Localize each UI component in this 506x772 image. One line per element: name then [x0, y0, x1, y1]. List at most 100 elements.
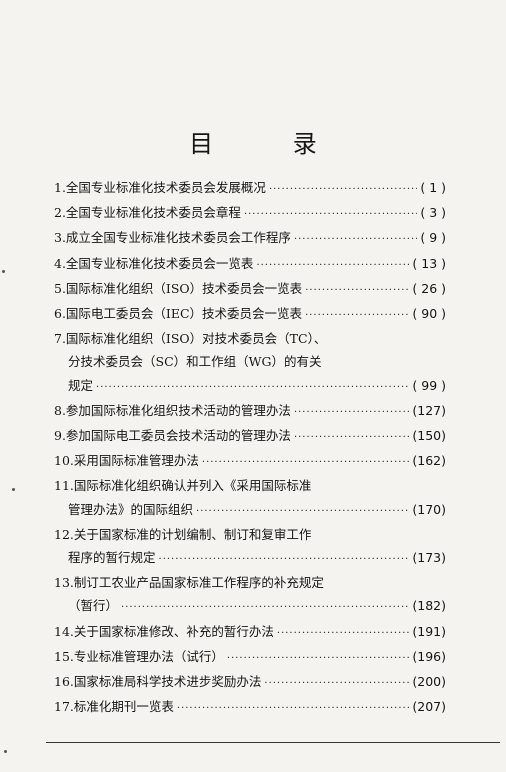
toc-entry-line: 17.标准化期刊一览表 (207) [54, 695, 446, 720]
toc-page-number: ( 9 ) [420, 230, 446, 246]
toc-page-number: ( 1 ) [420, 180, 446, 195]
toc-page-number: ( 99 ) [412, 377, 446, 393]
toc-entry: 4.全国专业标准化技术委员会一览表 ( 13 ) [54, 252, 446, 277]
toc-entry: 14.关于国家标准修改、补充的暂行办法(191) [54, 620, 446, 645]
toc-page-number: (196) [412, 648, 446, 664]
toc-entry-line: 1.全国专业标准化技术委员会发展概况 ( 1 ) [54, 176, 446, 201]
toc-entry-title: 管理办法》的国际组织 [68, 501, 194, 517]
toc-entry-title: 6.国际电工委员会（IEC）技术委员会一览表 [54, 306, 303, 322]
toc-entry-line: 7.国际标准化组织（ISO）对技术委员会（TC）、 [54, 327, 446, 350]
scan-speck [2, 270, 5, 273]
toc-page-number: (127) [412, 402, 446, 418]
toc-entry-line: 16.国家标准局科学技术进步奖励办法 (200) [54, 670, 446, 695]
toc-entry-line: 15.专业标准管理办法（试行） (196) [54, 645, 446, 670]
toc-page-number: ( 13 ) [412, 255, 446, 271]
toc-entry-title: 2.全国专业标准化技术委员会章程 [54, 205, 241, 221]
toc-entry-title: 16.国家标准局科学技术进步奖励办法 [54, 674, 262, 690]
toc-entry-line: 8.参加国际标准化组织技术活动的管理办法 (127) [54, 399, 446, 424]
scan-speck [12, 488, 15, 491]
toc-entry-title: 规定 [68, 377, 94, 393]
toc-page-number: (182) [412, 598, 446, 614]
toc-entry-line: （暂行） (182) [54, 594, 446, 619]
dot-leader [256, 254, 409, 277]
toc-entry-title: 8.参加国际标准化组织技术活动的管理办法 [54, 402, 291, 418]
toc-entry: 15.专业标准管理办法（试行） (196) [54, 645, 446, 670]
toc-entry: 9.参加国际电工委员会技术活动的管理办法 (150) [54, 424, 446, 449]
dot-leader [177, 697, 409, 720]
toc-entry-title: 分技术委员会（SC）和工作组（WG）的有关 [68, 354, 322, 370]
toc-entry-line: 2.全国专业标准化技术委员会章程 ( 3 ) [54, 201, 446, 226]
toc-entry: 13.制订工农业产品国家标准工作程序的补充规定 （暂行） (182) [54, 571, 446, 619]
toc-entry: 7.国际标准化组织（ISO）对技术委员会（TC）、分技术委员会（SC）和工作组（… [54, 327, 446, 399]
toc-entry-title: 17.标准化期刊一览表 [54, 699, 174, 715]
toc-page-number: (191) [412, 623, 446, 639]
toc-entry-line: 9.参加国际电工委员会技术活动的管理办法 (150) [54, 424, 446, 449]
toc-page-number: ( 26 ) [412, 280, 446, 296]
toc-entry-title: 3.成立全国专业标准化技术委员会工作程序 [54, 230, 291, 246]
toc-entry-line: 规定 ( 99 ) [54, 374, 446, 399]
toc-entry-title: 9.参加国际电工委员会技术活动的管理办法 [54, 428, 291, 444]
toc-entry: 5.国际标准化组织（ISO）技术委员会一览表 ( 26 ) [54, 277, 446, 302]
page-title: 目 录 [189, 130, 353, 158]
toc-entry-line: 14.关于国家标准修改、补充的暂行办法(191) [54, 620, 446, 645]
bottom-rule [46, 742, 500, 743]
toc-entry: 1.全国专业标准化技术委员会发展概况 ( 1 ) [54, 176, 446, 201]
toc-entry-line: 13.制订工农业产品国家标准工作程序的补充规定 [54, 571, 446, 594]
toc-entry-title: 15.专业标准管理办法（试行） [54, 648, 224, 664]
dot-leader [294, 228, 417, 251]
toc-entry-title: 11.国际标准化组织确认并列入《采用国际标准 [54, 478, 312, 494]
toc-entry-line: 分技术委员会（SC）和工作组（WG）的有关 [54, 350, 446, 373]
toc-entry: 16.国家标准局科学技术进步奖励办法 (200) [54, 670, 446, 695]
toc-page-number: ( 90 ) [412, 306, 446, 322]
dot-leader [159, 548, 410, 571]
toc-entry-line: 管理办法》的国际组织 (170) [54, 498, 446, 523]
toc-page-number: (150) [412, 428, 446, 444]
toc-page-number: (170) [412, 501, 446, 517]
toc-entry-line: 6.国际电工委员会（IEC）技术委员会一览表 ( 90 ) [54, 302, 446, 327]
dot-leader [264, 672, 409, 695]
toc-page-number: (207) [412, 699, 446, 715]
dot-leader [244, 203, 417, 226]
toc-entry-line: 12.关于国家标准的计划编制、制订和复审工作 [54, 523, 446, 546]
toc-entry-line: 11.国际标准化组织确认并列入《采用国际标准 [54, 474, 446, 497]
toc-entry: 10.采用国际标准管理办法 (162) [54, 449, 446, 474]
toc-entry-title: 13.制订工农业产品国家标准工作程序的补充规定 [54, 575, 324, 591]
toc-entry: 2.全国专业标准化技术委员会章程 ( 3 ) [54, 201, 446, 226]
dot-leader [202, 451, 409, 474]
dot-leader [196, 500, 409, 523]
toc-page-number: (200) [412, 674, 446, 690]
toc-entry-title: 12.关于国家标准的计划编制、制订和复审工作 [54, 526, 312, 542]
toc-entry-title: 4.全国专业标准化技术委员会一览表 [54, 255, 254, 271]
dot-leader [305, 279, 409, 302]
dot-leader [294, 426, 409, 449]
toc-page-number: ( 3 ) [420, 205, 446, 221]
toc-entry-title: 程序的暂行规定 [68, 550, 156, 566]
toc-entry-title: 10.采用国际标准管理办法 [54, 453, 199, 469]
dot-leader [269, 178, 417, 201]
toc-entry-title: 1.全国专业标准化技术委员会发展概况 [54, 180, 266, 195]
dot-leader [121, 596, 409, 619]
scan-speck [4, 750, 7, 753]
dot-leader [96, 376, 409, 399]
dot-leader [305, 304, 409, 327]
toc-entry-title: 5.国际标准化组织（ISO）技术委员会一览表 [54, 280, 303, 296]
toc-entry-line: 3.成立全国专业标准化技术委员会工作程序 ( 9 ) [54, 226, 446, 251]
toc-entry: 8.参加国际标准化组织技术活动的管理办法 (127) [54, 399, 446, 424]
toc-entry-line: 4.全国专业标准化技术委员会一览表 ( 13 ) [54, 252, 446, 277]
toc-page-number: (162) [412, 453, 446, 469]
toc-page-number: (173) [412, 550, 446, 566]
toc-entry: 6.国际电工委员会（IEC）技术委员会一览表 ( 90 ) [54, 302, 446, 327]
toc-entry-line: 程序的暂行规定 (173) [54, 546, 446, 571]
toc-entry-title: 7.国际标准化组织（ISO）对技术委员会（TC）、 [54, 331, 327, 347]
toc-entry: 11.国际标准化组织确认并列入《采用国际标准管理办法》的国际组织 (170) [54, 474, 446, 522]
dot-leader [277, 622, 409, 645]
toc-entry-line: 10.采用国际标准管理办法 (162) [54, 449, 446, 474]
toc-entry: 3.成立全国专业标准化技术委员会工作程序 ( 9 ) [54, 226, 446, 251]
dot-leader [227, 647, 409, 670]
toc-entry-line: 5.国际标准化组织（ISO）技术委员会一览表 ( 26 ) [54, 277, 446, 302]
toc-entry-title: （暂行） [68, 598, 119, 614]
table-of-contents: 1.全国专业标准化技术委员会发展概况 ( 1 ) 2.全国专业标准化技术委员会章程 (… [54, 176, 446, 720]
toc-entry: 17.标准化期刊一览表 (207) [54, 695, 446, 720]
